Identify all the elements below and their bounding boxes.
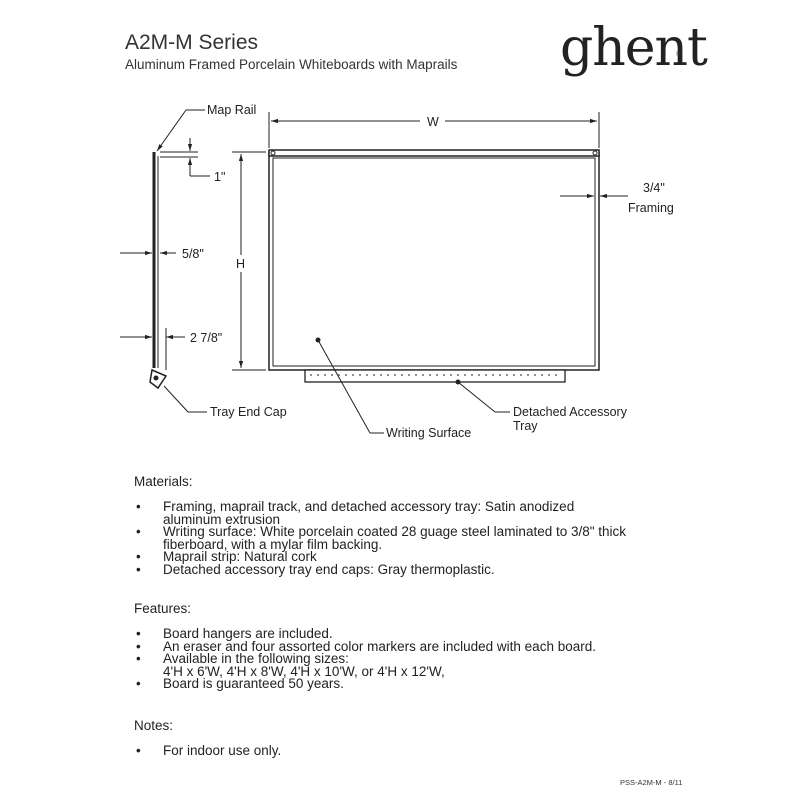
map-rail-leader (156, 109, 205, 152)
material-end-caps: Detached accessory tray end caps: Gray t… (163, 561, 495, 577)
map-rail-label: Map Rail (207, 103, 256, 117)
writing-surface-label: Writing Surface (386, 426, 471, 440)
width-label: W (427, 115, 439, 129)
height-dimension (232, 151, 266, 371)
height-label: H (236, 257, 245, 271)
note-indoor: For indoor use only. (163, 743, 282, 758)
one-inch-dimension (160, 138, 210, 177)
board-front-view (268, 149, 600, 383)
page-title: A2M-M Series (125, 31, 259, 54)
accessory-tray-label-2: Tray (513, 419, 538, 433)
tray-end-cap-leader (163, 385, 207, 413)
material-maprail-strip: Maprail strip: Natural cork (163, 549, 317, 565)
list-item: An eraser and four assorted color marker… (134, 638, 596, 654)
rail-cap-right (592, 150, 598, 156)
accessory-tray-leader (455, 379, 510, 413)
materials-list: Framing, maprail track, and detached acc… (134, 499, 627, 577)
page-subtitle: Aluminum Framed Porcelain Whiteboards wi… (125, 57, 458, 72)
registered-mark: ® (676, 52, 681, 58)
framing-label: Framing (628, 201, 674, 215)
board-outer-frame (268, 151, 600, 371)
feature-sizes: Available in the following sizes: (163, 651, 349, 667)
features-heading: Features: (134, 601, 192, 616)
two-seven-eighths-label: 2 7/8" (190, 331, 222, 345)
list-item: Board is guaranteed 50 years. (134, 676, 596, 692)
board-inner-frame (272, 157, 596, 367)
ghent-logo: ghent (560, 18, 708, 78)
side-profile (149, 152, 168, 390)
accessory-tray-shape (304, 369, 566, 383)
materials-heading: Materials: (134, 474, 193, 489)
notes-heading: Notes: (134, 718, 174, 733)
framing-dim-label: 3/4" (643, 181, 665, 195)
accessory-tray-label-1: Detached Accessory (513, 405, 628, 419)
one-inch-label: 1" (214, 170, 225, 184)
tray-end-cap-label: Tray End Cap (210, 405, 287, 419)
notes-list: For indoor use only. (134, 743, 282, 758)
list-item: Detached accessory tray end caps: Gray t… (134, 561, 626, 577)
list-item: Available in the following sizes: 4'H x … (134, 651, 596, 679)
list-item: Writing surface: White porcelain coated … (134, 524, 627, 552)
five-eighths-label: 5/8" (182, 247, 204, 261)
features-list: Board hangers are included. An eraser an… (134, 626, 596, 692)
document-code: PSS-A2M-M - 8/11 (620, 778, 683, 787)
list-item: Framing, maprail track, and detached acc… (134, 499, 626, 527)
product-drawing: Map Rail 1" 5/8" 2 7/8" Tray End Cap (120, 103, 674, 440)
list-item: Board hangers are included. (134, 626, 596, 641)
feature-guarantee: Board is guaranteed 50 years. (163, 676, 344, 692)
end-cap-dot (153, 375, 159, 381)
rail-cap-left (270, 150, 276, 156)
two-seven-eighths-dimension (120, 328, 185, 370)
material-framing-cont: aluminum extrusion (163, 511, 281, 527)
list-item: For indoor use only. (134, 743, 282, 758)
list-item: Maprail strip: Natural cork (134, 549, 626, 565)
material-framing: Framing, maprail track, and detached acc… (163, 499, 575, 514)
material-writing-surface: Writing surface: White porcelain coated … (163, 524, 627, 540)
map-rail-strip (268, 149, 600, 157)
width-dimension (268, 112, 600, 148)
writing-surface-leader (315, 337, 384, 434)
material-writing-surface-cont: fiberboard, with a mylar film backing. (163, 536, 383, 552)
feature-markers: An eraser and four assorted color marker… (163, 638, 596, 654)
feature-sizes-list: 4'H x 6'W, 4'H x 8'W, 4'H x 10'W, or 4'H… (163, 663, 445, 679)
feature-hangers: Board hangers are included. (163, 626, 333, 641)
